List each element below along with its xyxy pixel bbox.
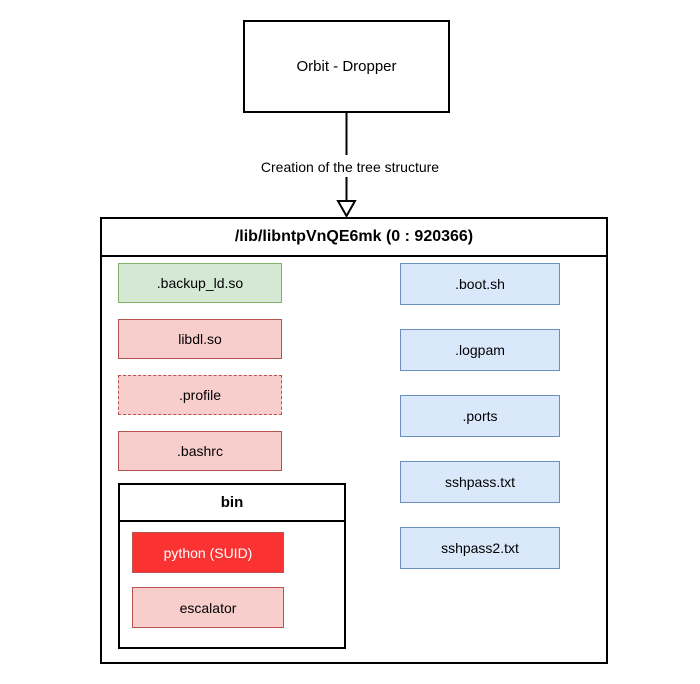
edge-label: Creation of the tree structure [200,158,500,176]
tree-container-title-text: /lib/libntpVnQE6mk (0 : 920366) [234,228,474,245]
right-column: .boot.sh .logpam .ports sshpass.txt sshp… [400,263,560,593]
node-bashrc-label: .bashrc [177,443,223,459]
node-ports[interactable]: .ports [400,395,560,437]
bin-container-title-text: bin [220,494,244,511]
node-sshpass2-txt-label: sshpass2.txt [441,540,519,556]
bin-container[interactable]: bin python (SUID) escalator [118,483,346,649]
node-logpam-label: .logpam [455,342,505,358]
node-bashrc[interactable]: .bashrc [118,431,282,471]
node-sshpass-txt[interactable]: sshpass.txt [400,461,560,503]
node-python-suid[interactable]: python (SUID) [132,532,284,573]
node-boot-sh-label: .boot.sh [455,276,505,292]
dropper-node[interactable]: Orbit - Dropper [243,20,450,113]
node-backup-ld-so-label: .backup_ld.so [156,275,244,291]
node-logpam[interactable]: .logpam [400,329,560,371]
edge-label-text: Creation of the tree structure [260,159,440,175]
node-boot-sh[interactable]: .boot.sh [400,263,560,305]
node-profile-label: .profile [178,387,222,403]
tree-container[interactable]: /lib/libntpVnQE6mk (0 : 920366) .backup_… [100,217,608,664]
node-python-suid-label: python (SUID) [163,544,253,561]
dropper-node-label: Orbit - Dropper [296,58,397,75]
left-column: .backup_ld.so libdl.so .profile .bashrc [118,263,282,487]
tree-container-title: /lib/libntpVnQE6mk (0 : 920366) [102,219,606,257]
bin-container-title: bin [120,485,344,522]
node-libdl-so[interactable]: libdl.so [118,319,282,359]
node-sshpass-txt-label: sshpass.txt [444,474,516,490]
node-profile[interactable]: .profile [118,375,282,415]
node-backup-ld-so[interactable]: .backup_ld.so [118,263,282,303]
node-ports-label: .ports [462,408,498,424]
node-escalator-label: escalator [179,599,237,616]
bin-items: python (SUID) escalator [120,522,344,628]
node-libdl-so-label: libdl.so [178,331,222,347]
node-escalator[interactable]: escalator [132,587,284,628]
dropper-to-container-arrowhead [336,200,357,219]
node-sshpass2-txt[interactable]: sshpass2.txt [400,527,560,569]
